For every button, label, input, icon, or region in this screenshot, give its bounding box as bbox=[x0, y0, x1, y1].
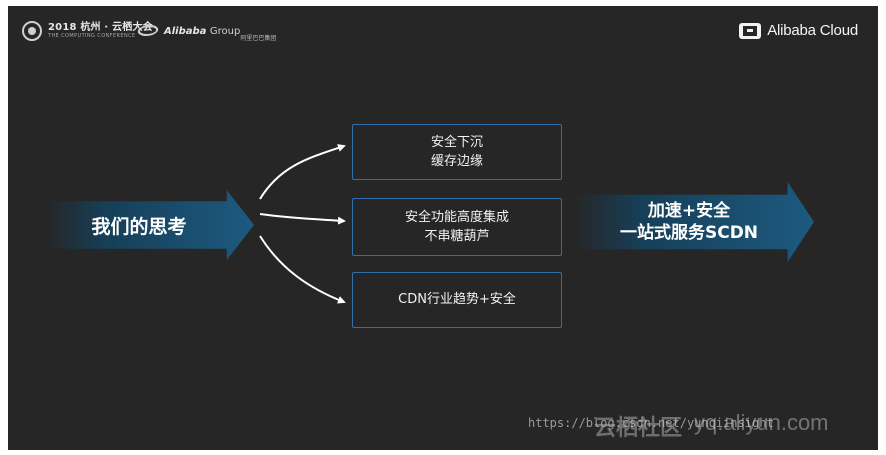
conclusion-line-1: 加速+安全 bbox=[647, 200, 731, 221]
point-box-1-line-1: 安全下沉 bbox=[430, 134, 483, 150]
curve-to-box3 bbox=[259, 235, 346, 304]
alibaba-cloud-bracket-icon bbox=[739, 22, 762, 39]
conclusion-line-2: 一站式服务SCDN bbox=[619, 223, 759, 243]
watermark: https://blog.csdn.net/yunqiinsight 云栖社区 … bbox=[528, 410, 829, 441]
watermark-brand: 云栖社区 bbox=[594, 416, 683, 441]
alibaba-cloud-name: Alibaba Cloud bbox=[767, 22, 858, 39]
alibaba-group-logo: Alibaba Group 阿里巴巴集团 bbox=[138, 20, 277, 43]
point-box-2-line-2: 不串糖葫芦 bbox=[424, 229, 490, 244]
presentation-slide: 2018 杭州 · 云栖大会 THE COMPUTING CONFERENCE … bbox=[8, 6, 878, 450]
group-cn-name: 阿里巴巴集团 bbox=[240, 35, 277, 42]
conference-logo: 2018 杭州 · 云栖大会 THE COMPUTING CONFERENCE bbox=[22, 21, 153, 41]
group-suffix: Group bbox=[209, 25, 241, 37]
point-box-3: CDN行业趋势+安全 bbox=[352, 272, 562, 328]
conclusion-arrow: 加速+安全 一站式服务SCDN bbox=[574, 182, 814, 262]
thinking-label: 我们的思考 bbox=[91, 215, 187, 238]
point-box-3-line-1: CDN行业趋势+安全 bbox=[398, 292, 516, 308]
conference-emblem-icon bbox=[22, 21, 42, 41]
curve-to-box2 bbox=[259, 213, 346, 225]
watermark-domain: yq.aliyun.com bbox=[694, 410, 829, 435]
watermark-url: https://blog.csdn.net/yunqiinsight bbox=[528, 416, 774, 430]
alibaba-cloud-logo: Alibaba Cloud bbox=[739, 22, 858, 39]
curve-to-box1 bbox=[259, 144, 346, 200]
point-box-2-line-1: 安全功能高度集成 bbox=[404, 209, 509, 225]
group-name: Alibaba bbox=[164, 25, 207, 37]
thinking-arrow: 我们的思考 bbox=[44, 190, 254, 260]
point-box-1: 安全下沉 缓存边缘 bbox=[352, 124, 562, 180]
conference-title: 2018 杭州 · 云栖大会 bbox=[48, 21, 153, 33]
point-box-1-line-2: 缓存边缘 bbox=[430, 154, 483, 169]
connector-curves bbox=[259, 144, 346, 304]
conference-subtitle: THE COMPUTING CONFERENCE bbox=[48, 33, 136, 40]
point-box-2: 安全功能高度集成 不串糖葫芦 bbox=[352, 198, 562, 256]
